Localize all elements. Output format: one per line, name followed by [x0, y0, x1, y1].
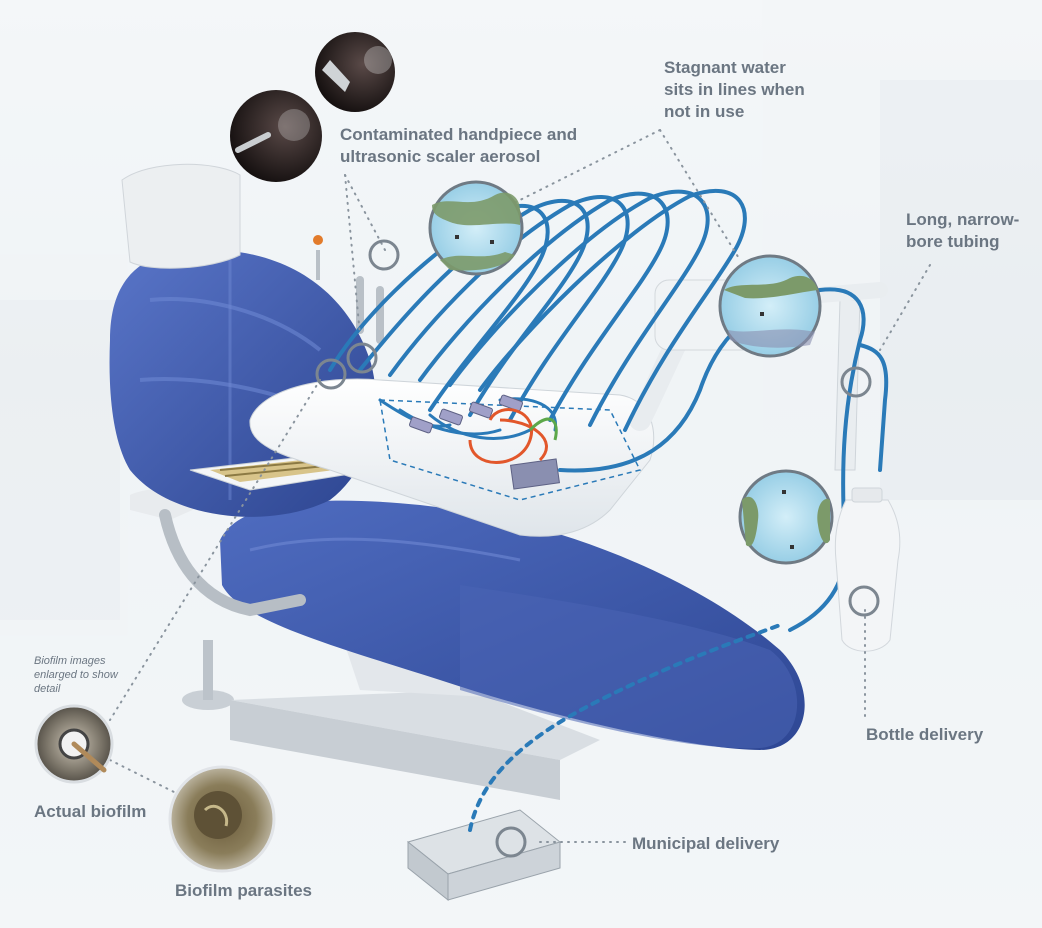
biofilm-lens-top: [428, 180, 524, 276]
magnifier-circle-icon: [315, 239, 880, 858]
biofilm-lens-right: [718, 254, 822, 358]
label-enlarged-note: Biofilm images enlarged to show detail: [34, 655, 118, 695]
water-bottle: [834, 487, 901, 652]
label-long-tubing: Long, narrow-bore tubing: [906, 210, 1020, 252]
municipal-supply-line: [468, 623, 782, 832]
label-bottle-delivery: Bottle delivery: [866, 725, 984, 744]
label-stagnant-water: Stagnant water sits in lines when not in…: [664, 58, 805, 122]
biofilm-lens-lower: [738, 469, 834, 565]
chair-seat: [220, 500, 805, 750]
control-valves: [409, 394, 558, 464]
biofilm-photo-icon: [34, 704, 276, 873]
label-actual-biofilm: Actual biofilm: [34, 802, 147, 821]
handpiece-holders: [313, 235, 384, 344]
leader-lines: [109, 129, 931, 843]
label-municipal-delivery: Municipal delivery: [632, 834, 780, 853]
label-contaminated-aerosol: Contaminated handpiece and ultrasonic sc…: [340, 125, 578, 167]
aerosol-photo-icon: [230, 32, 395, 182]
label-biofilm-parasites: Biofilm parasites: [175, 881, 312, 900]
municipal-supply-box: [406, 809, 562, 902]
chair-backrest: [109, 163, 376, 517]
